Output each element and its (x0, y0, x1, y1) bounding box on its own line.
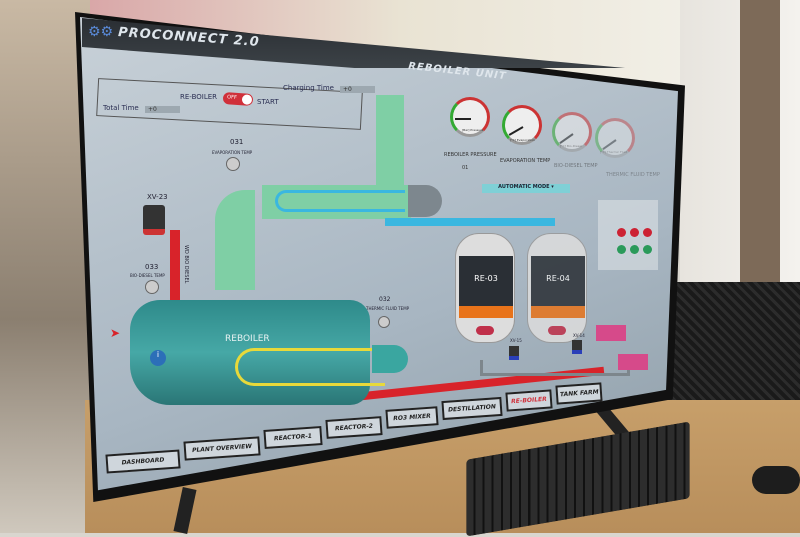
total-time-value: +0 (145, 106, 180, 113)
vapor-pipe (376, 95, 404, 187)
reboiler-label: RE-BOILER (180, 93, 218, 101)
valve-id: XV-23 (147, 193, 168, 201)
evaporation-gauge (502, 105, 542, 145)
alarm-lamp (643, 228, 652, 237)
gauge-label: THERMIC FLUID TEMP (606, 172, 660, 178)
window-background (0, 0, 90, 533)
thermometer-icon[interactable] (378, 316, 390, 328)
tank-name: RE-04 (546, 274, 570, 283)
pump-icon[interactable] (618, 354, 648, 370)
instrument-id: 033 (145, 263, 159, 271)
nav-ro3-mixer[interactable]: RO3 MIXER (385, 406, 439, 429)
biodiesel-gauge (552, 112, 592, 152)
status-lamp (630, 245, 639, 254)
instrument-label: EVAPORATION TEMP (212, 150, 253, 155)
charging-time-label: Charging Time (283, 84, 334, 92)
toggle-state: OFF (226, 94, 237, 101)
pressure-gauge (450, 97, 490, 137)
nav-tank-farm[interactable]: TANK FARM (555, 382, 603, 405)
elbow-pipe (215, 190, 255, 290)
tank-re03[interactable]: RE-03 (455, 233, 515, 343)
mode-value: AUTOMATIC MODE (498, 184, 550, 190)
nav-reactor-2[interactable]: REACTOR-2 (325, 416, 383, 439)
gauge-value: 01 (462, 165, 469, 171)
drain-pipe (480, 360, 630, 376)
info-icon[interactable]: i (150, 350, 166, 366)
mouse (752, 466, 800, 494)
reboiler-toggle[interactable]: OFF (222, 91, 254, 107)
charging-time-value: +0 (340, 86, 375, 93)
start-label: START (257, 98, 279, 106)
total-time-label: Total Time (103, 104, 139, 112)
vessel-label: REBOILER (225, 334, 270, 344)
mode-select[interactable]: AUTOMATIC MODE ▾ (482, 184, 570, 193)
status-lamp (617, 245, 626, 254)
gauge-unit: [°C] Evaporation (510, 138, 535, 142)
gauge-unit: [°C] Bio-Diesel (560, 144, 582, 148)
nav-re-boiler[interactable]: RE-BOILER (505, 389, 553, 412)
status-lamp (643, 245, 652, 254)
valve-icon[interactable] (509, 346, 519, 360)
condenser-cap (408, 185, 442, 217)
thermometer-icon[interactable] (145, 280, 159, 294)
alarm-lamp (630, 228, 639, 237)
instrument-label: BIO-DIESEL TEMP (130, 273, 165, 278)
tank-switch[interactable] (476, 326, 494, 335)
gauge-label: EVAPORATION TEMP (500, 158, 551, 164)
valve-icon[interactable] (143, 205, 165, 235)
instrument-label: THERMIC FLUID TEMP (366, 306, 410, 311)
thermic-fluid-gauge (595, 118, 635, 158)
coil (275, 190, 405, 212)
gauge-unit: [°C] Thermic Fluid (600, 150, 628, 154)
valve-id: XV-14 (573, 333, 585, 338)
gears-icon: ⚙⚙ (88, 24, 114, 40)
valve-icon[interactable] (572, 340, 582, 354)
inlet-arrow-icon: ➤ (110, 326, 121, 340)
heating-coil (235, 348, 385, 386)
alarm-lamp (617, 228, 626, 237)
nav-reactor-1[interactable]: REACTOR-1 (263, 426, 323, 449)
tank-re04[interactable]: RE-04 (527, 233, 587, 343)
window-frame (740, 0, 780, 290)
pump-icon[interactable] (596, 325, 626, 341)
tank-switch[interactable] (548, 326, 566, 335)
pipe-label: WD BIO DIESEL (183, 245, 189, 284)
thermometer-icon[interactable] (226, 157, 240, 171)
hot-pipe (170, 230, 180, 310)
cold-pipe (385, 218, 555, 226)
tank-name: RE-03 (474, 274, 498, 283)
tank-level (459, 306, 513, 318)
tank-level (531, 306, 585, 318)
instrument-id: 031 (230, 138, 244, 146)
thermic-fluid-nozzle (372, 345, 408, 373)
gauge-unit: [Bar] Pressure (462, 128, 484, 132)
valve-id: XV-15 (510, 338, 522, 343)
gauge-label: BIO-DIESEL TEMP (554, 163, 598, 169)
instrument-id: 032 (379, 296, 391, 303)
gauge-label: REBOILER PRESSURE (444, 152, 497, 158)
